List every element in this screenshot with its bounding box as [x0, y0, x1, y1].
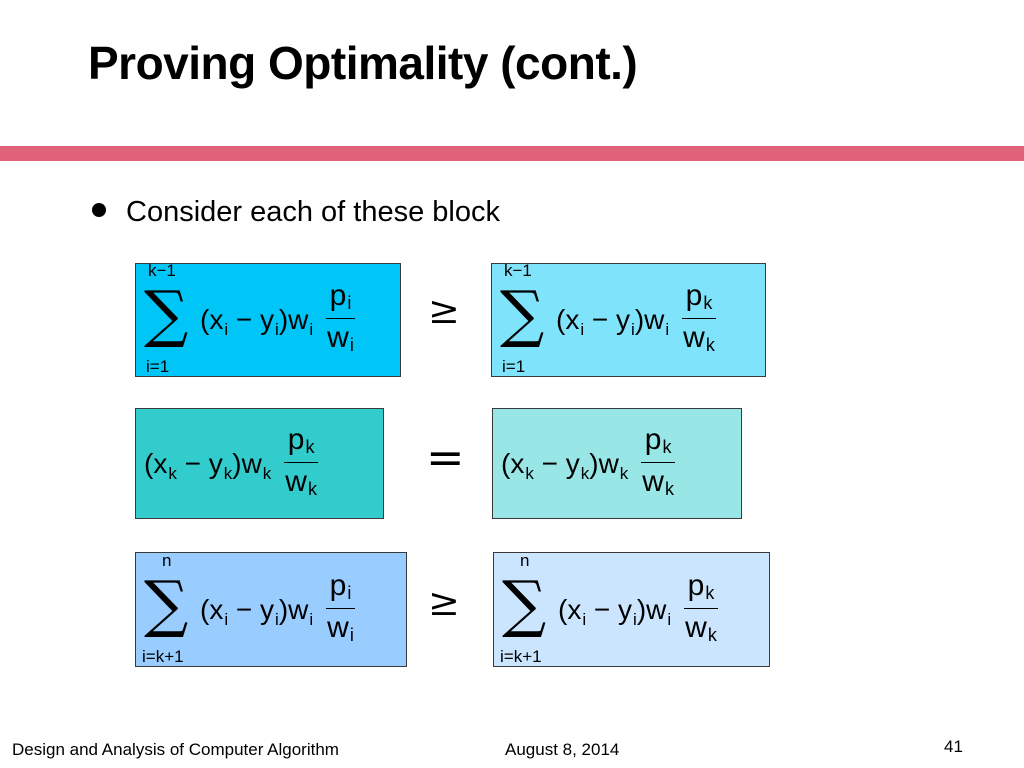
greater-or-equal-sign: ≥	[428, 580, 460, 624]
ratio-fraction: pk wk	[281, 423, 321, 502]
row-2-right-block: n ∑ i=k+1 (xi − yi)wi pk wk	[493, 551, 770, 667]
sum-upper-limit: k−1	[148, 261, 176, 280]
row-0-left-block: k−1 ∑ i=1 (xi − yi)wi pi wi	[135, 261, 401, 377]
footer-date: August 8, 2014	[505, 740, 620, 759]
fraction-numerator: pk	[683, 569, 719, 609]
footer-course-title: Design and Analysis of Computer Algorith…	[12, 740, 339, 759]
sum-upper-limit: k−1	[504, 261, 532, 280]
summation-symbol: n ∑ i=k+1	[142, 551, 198, 666]
bullet-text: Consider each of these block	[126, 196, 500, 228]
ratio-fraction: pi wi	[323, 569, 358, 648]
bullet-item: Consider each of these block	[92, 196, 500, 229]
fraction-denominator: wk	[685, 610, 717, 645]
ratio-fraction: pk wk	[681, 569, 721, 648]
sigma-icon: ∑	[500, 277, 545, 350]
greater-or-equal-sign: ≥	[428, 288, 460, 332]
equals-sign: =	[426, 430, 465, 484]
sum-upper-limit: n	[162, 551, 172, 570]
bullet-dot-icon	[92, 203, 106, 218]
sigma-icon: ∑	[144, 277, 189, 350]
sum-upper-limit: n	[520, 551, 530, 570]
fraction-numerator: pk	[283, 423, 319, 463]
term-expression: (xk − yk)wk	[501, 448, 629, 483]
fraction-denominator: wk	[642, 464, 674, 499]
sum-lower-limit: i=k+1	[142, 647, 184, 666]
sum-lower-limit: i=1	[146, 357, 170, 376]
row-1-left-block: (xk − yk)wk pk wk	[135, 408, 384, 519]
fraction-numerator: pk	[640, 423, 676, 463]
sum-lower-limit: i=k+1	[500, 647, 542, 666]
fraction-numerator: pi	[325, 279, 356, 319]
ratio-fraction: pk wk	[679, 279, 719, 358]
ratio-fraction: pi wi	[323, 279, 358, 358]
sum-lower-limit: i=1	[502, 357, 526, 376]
slide-number: 41	[944, 737, 963, 756]
ratio-fraction: pk wk	[638, 423, 678, 502]
fraction-denominator: wi	[327, 320, 354, 355]
summation-symbol: k−1 ∑ i=1	[142, 261, 198, 376]
fraction-denominator: wi	[327, 610, 354, 645]
fraction-numerator: pi	[325, 569, 356, 609]
sigma-icon: ∑	[502, 567, 547, 640]
term-expression: (xi − yi)wi	[200, 304, 314, 339]
term-expression: (xi − yi)wi	[556, 304, 670, 339]
fraction-denominator: wk	[683, 320, 715, 355]
row-0-right-block: k−1 ∑ i=1 (xi − yi)wi pk wk	[491, 261, 766, 377]
term-expression: (xk − yk)wk	[144, 448, 272, 483]
title-divider	[0, 146, 1024, 161]
term-expression: (xi − yi)wi	[200, 594, 314, 629]
fraction-numerator: pk	[681, 279, 717, 319]
row-2-left-block: n ∑ i=k+1 (xi − yi)wi pi wi	[135, 551, 407, 667]
fraction-denominator: wk	[285, 464, 317, 499]
summation-symbol: k−1 ∑ i=1	[498, 261, 554, 376]
row-1-right-block: (xk − yk)wk pk wk	[492, 408, 742, 519]
sigma-icon: ∑	[144, 567, 189, 640]
summation-symbol: n ∑ i=k+1	[500, 551, 556, 666]
slide-title: Proving Optimality (cont.)	[88, 37, 638, 89]
term-expression: (xi − yi)wi	[558, 594, 672, 629]
